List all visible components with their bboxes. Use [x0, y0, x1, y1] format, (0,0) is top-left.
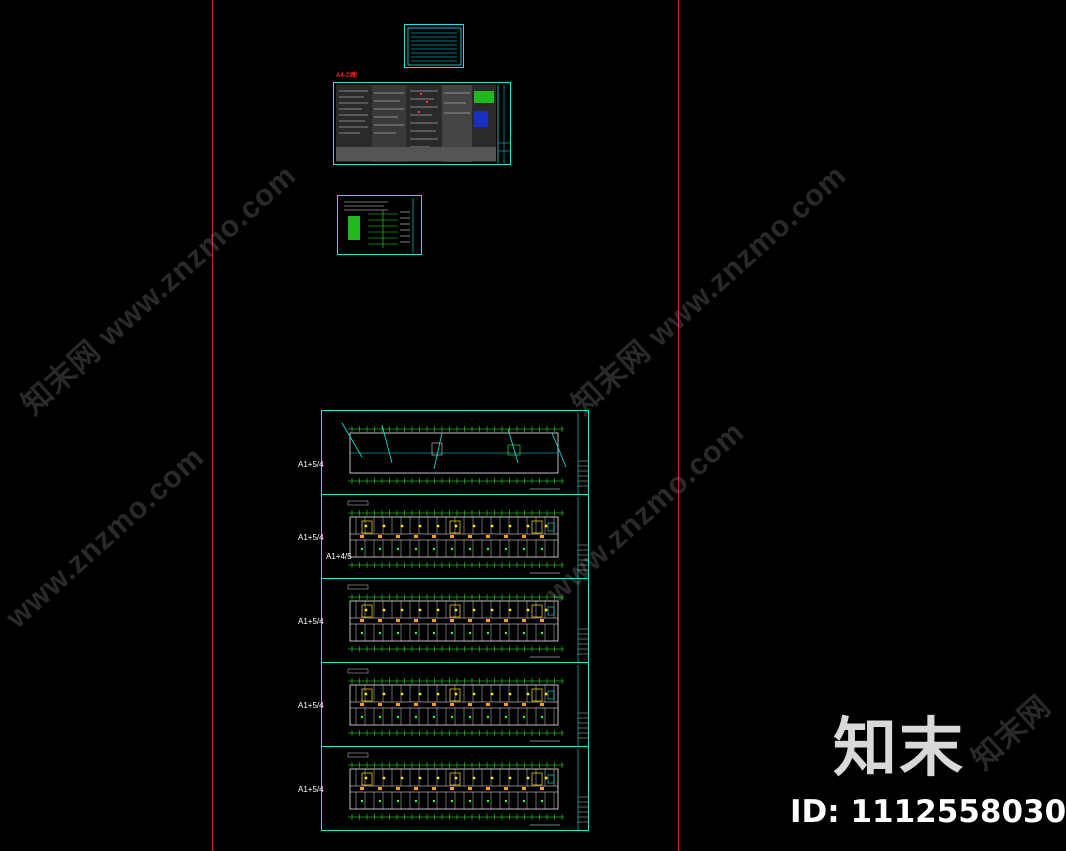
cover-sheet-graphic — [407, 27, 462, 66]
watermark-text: 知末网 — [966, 689, 1058, 777]
drawing-sheet-floor-plan[interactable] — [321, 578, 589, 663]
sheet-size-label: A1+5/4 — [298, 785, 324, 794]
notes-sheet-graphic — [336, 85, 510, 163]
drawing-boundary-left — [212, 0, 213, 851]
drawing-boundary-right — [678, 0, 679, 851]
system-sheet-graphic — [344, 198, 414, 253]
resource-id: ID: 1112558030 — [790, 794, 1066, 830]
watermark-text: www.znzmo.com — [0, 440, 211, 635]
drawing-sheet-floor-plan[interactable] — [321, 746, 589, 831]
sheet-size-label: A1+5/4 — [298, 617, 324, 626]
watermark-text: 知末网 www.znzmo.com — [16, 158, 303, 422]
sheet-note: A4-ZI图 — [336, 73, 358, 79]
sheet-size-label: A1+5/4 — [298, 533, 324, 542]
sheet-size-label: A1+5/4 — [298, 701, 324, 710]
drawing-sheet-notes[interactable] — [333, 82, 511, 165]
floor-plan-graphic — [347, 497, 588, 578]
sheet-size-label: A1+4/5 — [326, 552, 352, 561]
drawing-sheet-floor-plan[interactable] — [321, 494, 589, 579]
floor-plan-graphic — [347, 665, 588, 746]
drawing-sheet-cover[interactable] — [404, 24, 464, 68]
drawing-sheet-system[interactable] — [337, 195, 422, 255]
drawing-sheet-floor-plan[interactable] — [321, 662, 589, 747]
floor-plan-graphic — [341, 413, 588, 494]
sheet-size-label: A1+5/4 — [298, 460, 324, 469]
floor-plan-graphic — [347, 749, 588, 830]
brand-logo: 知末 — [833, 712, 965, 786]
watermark-text: 知末网 www.znzmo.com — [566, 158, 853, 422]
floor-plan-graphic — [347, 581, 588, 662]
drawing-sheet-floor-plan[interactable] — [321, 410, 589, 495]
